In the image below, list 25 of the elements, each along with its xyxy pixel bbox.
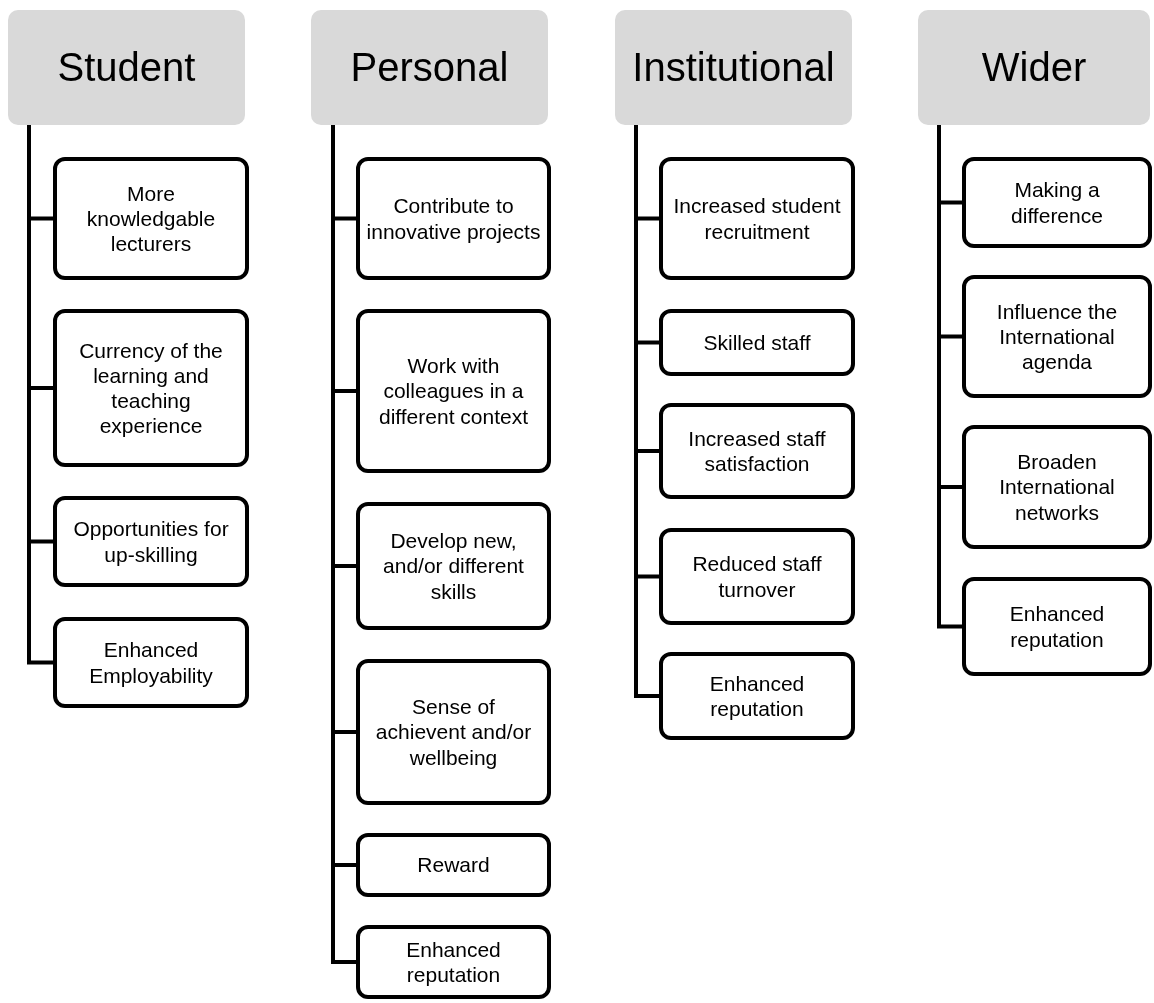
category-header: Institutional [615, 10, 852, 125]
benefit-box: Reward [356, 833, 551, 897]
benefit-box: Currency of the learning and teaching experience [53, 309, 249, 467]
category-header: Personal [311, 10, 548, 125]
benefit-box: Reduced staff turnover [659, 528, 855, 625]
benefit-box: Increased staff satisfaction [659, 403, 855, 499]
category-header: Student [8, 10, 245, 125]
benefit-box: Enhanced Employability [53, 617, 249, 708]
benefit-box: Opportunities for up-skilling [53, 496, 249, 587]
benefit-box: Sense of achievent and/or wellbeing [356, 659, 551, 805]
benefit-box: Enhanced reputation [356, 925, 551, 999]
benefit-box: Increased student recruitment [659, 157, 855, 280]
benefit-box: Work with colleagues in a different context [356, 309, 551, 473]
connector-line [27, 125, 55, 665]
benefit-box: Develop new, and/or different skills [356, 502, 551, 630]
benefit-box: More knowledgable lecturers [53, 157, 249, 280]
benefit-box: Contribute to innovative projects [356, 157, 551, 280]
benefit-box: Enhanced reputation [659, 652, 855, 740]
connector-line [937, 125, 964, 629]
benefit-box: Making a difference [962, 157, 1152, 248]
benefit-box: Skilled staff [659, 309, 855, 376]
benefit-box: Enhanced reputation [962, 577, 1152, 676]
category-header: Wider [918, 10, 1150, 125]
benefit-box: Influence the International agenda [962, 275, 1152, 398]
benefit-box: Broaden International networks [962, 425, 1152, 549]
